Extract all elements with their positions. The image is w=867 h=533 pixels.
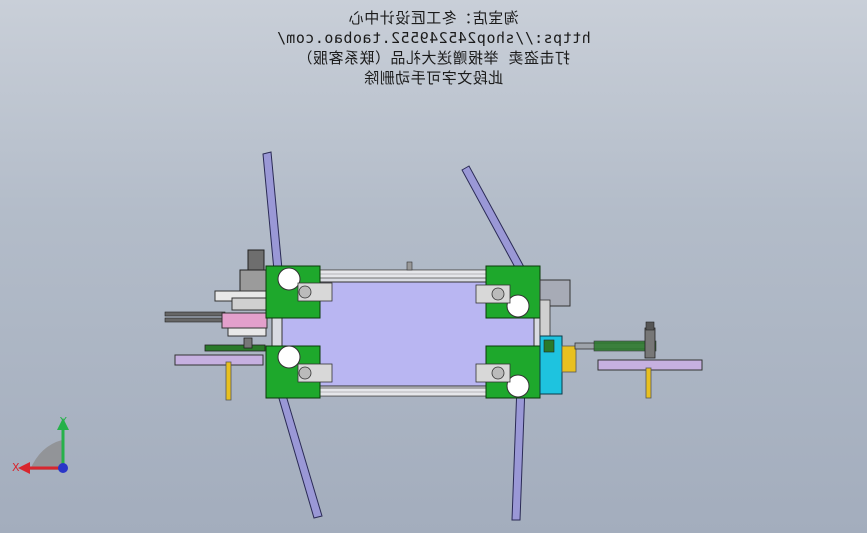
x-axis-arrow	[18, 462, 30, 474]
left-wheel-disc[interactable]	[174, 337, 266, 401]
x-axis-label: X	[12, 461, 20, 474]
axis-triad: Y X	[12, 415, 69, 474]
corner-plate-bottom-left[interactable]	[265, 345, 333, 399]
right-bracket-block[interactable]	[539, 279, 571, 339]
strut-bottom-left[interactable]	[277, 391, 323, 519]
corner-plate-top-left[interactable]	[265, 265, 333, 319]
corner-plate-top-right[interactable]	[475, 265, 541, 319]
y-axis-label: Y	[59, 415, 67, 428]
triad-base-wedge	[30, 440, 62, 470]
z-axis-dot	[58, 463, 68, 473]
right-wheel-disc[interactable]	[597, 321, 703, 399]
left-motor-assembly[interactable]	[214, 249, 268, 311]
cyan-motor-mount[interactable]	[539, 335, 577, 395]
right-arm-link[interactable]	[574, 340, 657, 352]
left-shaft-rods[interactable]	[164, 311, 268, 337]
y-axis-arrow	[57, 418, 69, 430]
corner-plate-bottom-right[interactable]	[475, 345, 541, 399]
strut-bottom-right[interactable]	[511, 384, 526, 521]
